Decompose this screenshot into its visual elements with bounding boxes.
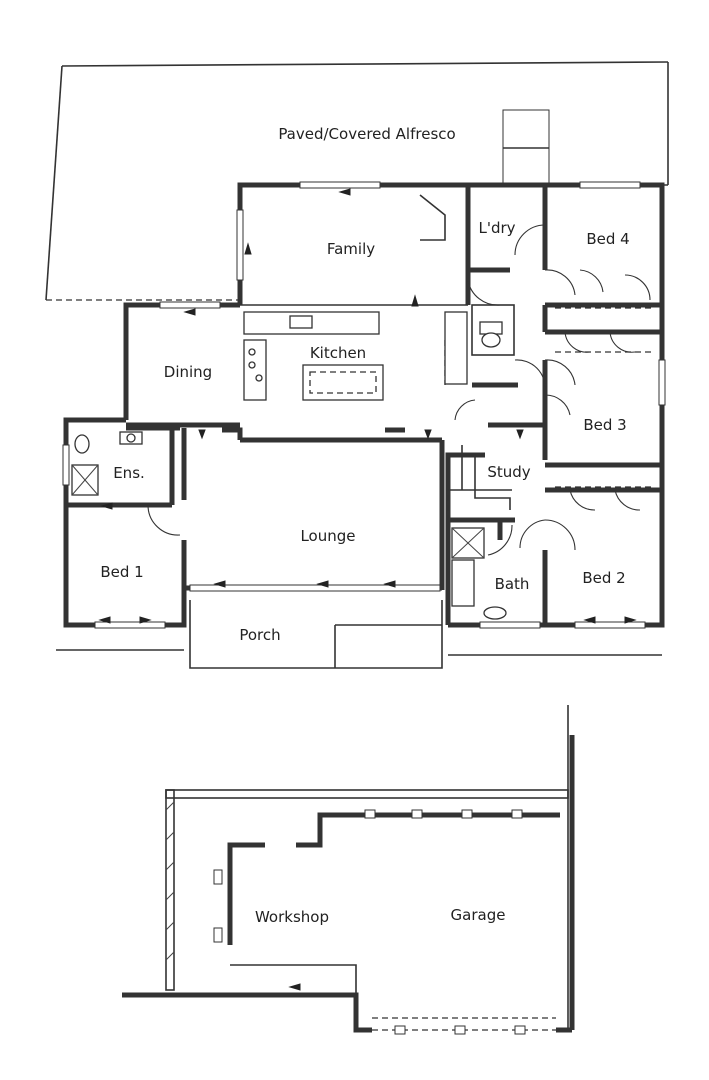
porch-outline <box>56 600 662 669</box>
label-alfresco: Paved/Covered Alfresco <box>278 125 455 143</box>
house-interior-walls <box>66 185 662 625</box>
bath-basin <box>483 606 507 620</box>
ensuite-toilet <box>74 434 90 454</box>
label-porch: Porch <box>239 626 280 644</box>
label-kitchen: Kitchen <box>310 344 366 362</box>
label-workshop: Workshop <box>255 908 329 926</box>
label-garage: Garage <box>451 906 506 924</box>
outbuilding-room-labels: Workshop Garage <box>255 906 505 926</box>
house-windows <box>62 181 666 629</box>
toilet <box>479 321 503 335</box>
house-door-swings <box>147 224 655 556</box>
outbuilding-plan: Workshop Garage <box>122 705 575 1035</box>
house-fixtures <box>71 194 511 620</box>
label-lounge: Lounge <box>300 527 355 545</box>
label-bath: Bath <box>495 575 530 593</box>
label-bed2: Bed 2 <box>582 569 625 587</box>
cooktop <box>243 339 267 401</box>
kitchen-island <box>302 364 384 401</box>
label-bed3: Bed 3 <box>583 416 626 434</box>
label-laundry: L'dry <box>478 219 515 237</box>
label-study: Study <box>487 463 530 481</box>
label-dining: Dining <box>164 363 212 381</box>
house-plan: Paved/Covered Alfresco Family L'dry Bed … <box>45 61 669 669</box>
label-bed4: Bed 4 <box>586 230 629 248</box>
bathtub <box>451 559 475 607</box>
outbuilding-walls <box>122 705 575 1035</box>
kitchen-sink <box>289 315 313 329</box>
label-family: Family <box>327 240 375 258</box>
alfresco-outline <box>45 61 669 301</box>
sliding-door-arrows <box>98 188 637 624</box>
label-ensuite: Ens. <box>113 464 145 482</box>
label-bed1: Bed 1 <box>100 563 143 581</box>
house-room-labels: Paved/Covered Alfresco Family L'dry Bed … <box>100 125 629 644</box>
